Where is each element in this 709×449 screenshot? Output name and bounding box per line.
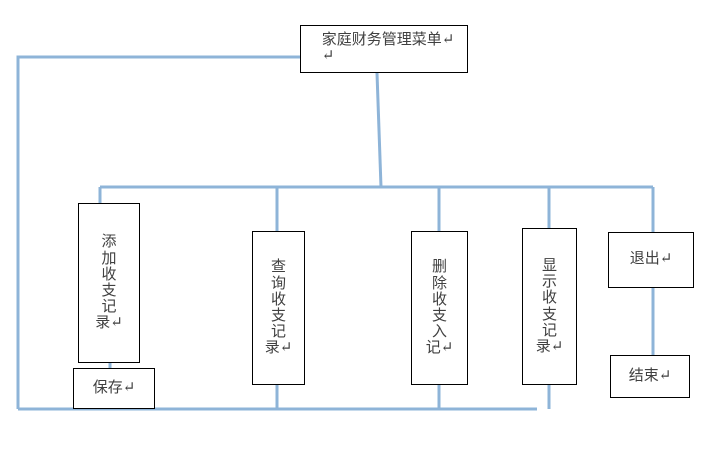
node-display-record-label: 显 示 收 支 记 录↵ bbox=[535, 257, 564, 355]
node-end-label: 结束↵ bbox=[628, 367, 672, 384]
node-end[interactable]: 结束↵ bbox=[610, 355, 690, 398]
title-to-bus-line bbox=[375, 72, 383, 188]
node-add-record-label: 添 加 收 支 记 录↵ bbox=[95, 234, 123, 332]
node-display-record[interactable]: 显 示 收 支 记 录↵ bbox=[522, 228, 577, 385]
node-root-menu[interactable]: 家庭财务管理菜单↵ ↵ bbox=[300, 25, 468, 73]
node-save[interactable]: 保存↵ bbox=[73, 368, 155, 409]
node-exit-label: 退出↵ bbox=[629, 251, 673, 268]
loop-left-path bbox=[16, 55, 300, 409]
node-save-label: 保存↵ bbox=[92, 379, 136, 396]
node-delete-record-label: 删 除 收 支 入 记↵ bbox=[425, 259, 454, 357]
node-query-record[interactable]: 查 询 收 支 记 录↵ bbox=[252, 231, 305, 385]
node-root-menu-label: 家庭财务管理菜单↵ ↵ bbox=[321, 32, 455, 64]
node-query-record-label: 查 询 收 支 记 录↵ bbox=[264, 259, 293, 357]
node-exit[interactable]: 退出↵ bbox=[608, 232, 694, 288]
node-delete-record[interactable]: 删 除 收 支 入 记↵ bbox=[411, 231, 468, 385]
node-add-record[interactable]: 添 加 收 支 记 录↵ bbox=[78, 203, 140, 363]
